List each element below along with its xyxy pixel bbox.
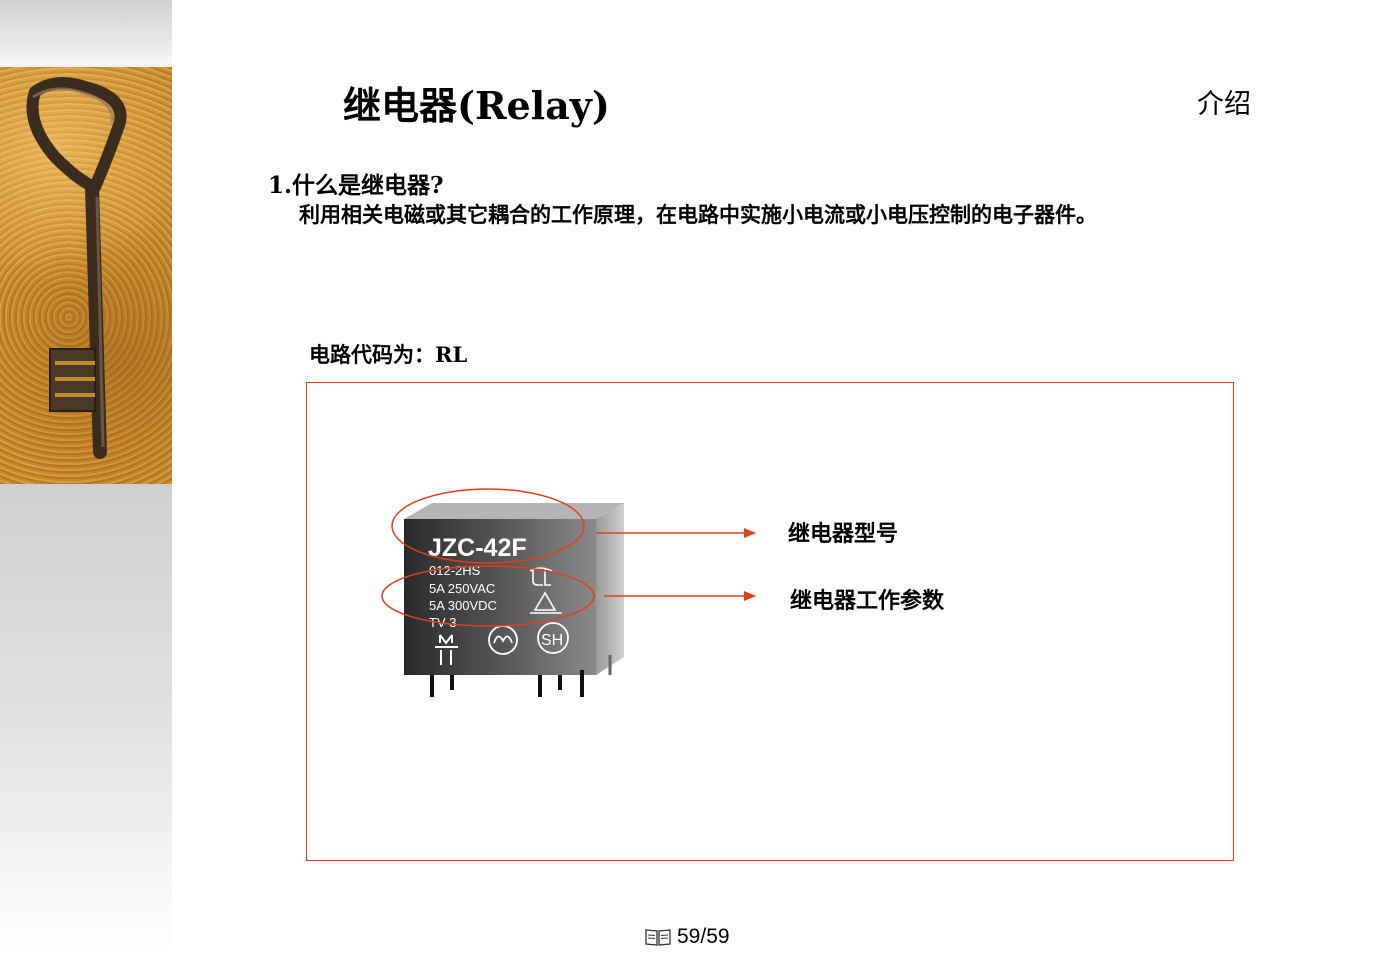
key-icon: [26, 77, 127, 459]
params-highlight-ellipse: [381, 565, 595, 627]
circuit-code-label: 电路代码为：RL: [309, 342, 468, 367]
relay-model-label: 继电器型号: [788, 521, 899, 547]
relay-spec-line: 012-2HS: [429, 563, 481, 578]
callout-arrows: [596, 528, 756, 601]
section-label: 介绍: [1197, 89, 1251, 120]
page-indicator: 59/59: [645, 925, 730, 949]
contact-symbol-icon: [435, 634, 458, 665]
relay-spec-line: 5A 250VAC: [429, 581, 495, 596]
relay-spec-line: 5A 300VDC: [429, 598, 497, 613]
question-heading: 1.什么是继电器?: [268, 172, 444, 199]
page-number: 59/59: [677, 925, 730, 948]
relay-image: JZC-42F 012-2HS 5A 250VAC 5A 300VDC TV-3…: [381, 488, 624, 697]
svg-text:SH: SH: [541, 632, 563, 649]
book-icon: [645, 929, 671, 946]
safety-triangle-icon: [530, 591, 562, 614]
sh-mark-icon: SH: [537, 622, 569, 654]
model-arrowhead: [744, 528, 756, 538]
relay-frame: [306, 382, 1234, 861]
relay-params-label: 继电器工作参数: [790, 588, 945, 614]
ul-mark-icon: [529, 567, 553, 586]
definition-text: 利用相关电磁或其它耦合的工作原理，在电路中实施小电流或小电压控制的电子器件。: [299, 202, 1097, 227]
slide-title: 继电器(Relay): [343, 83, 610, 128]
relay-model-text: JZC-42F: [428, 534, 527, 562]
model-highlight-ellipse: [391, 488, 585, 564]
key-photo: [0, 67, 172, 484]
params-arrowhead: [744, 591, 756, 601]
